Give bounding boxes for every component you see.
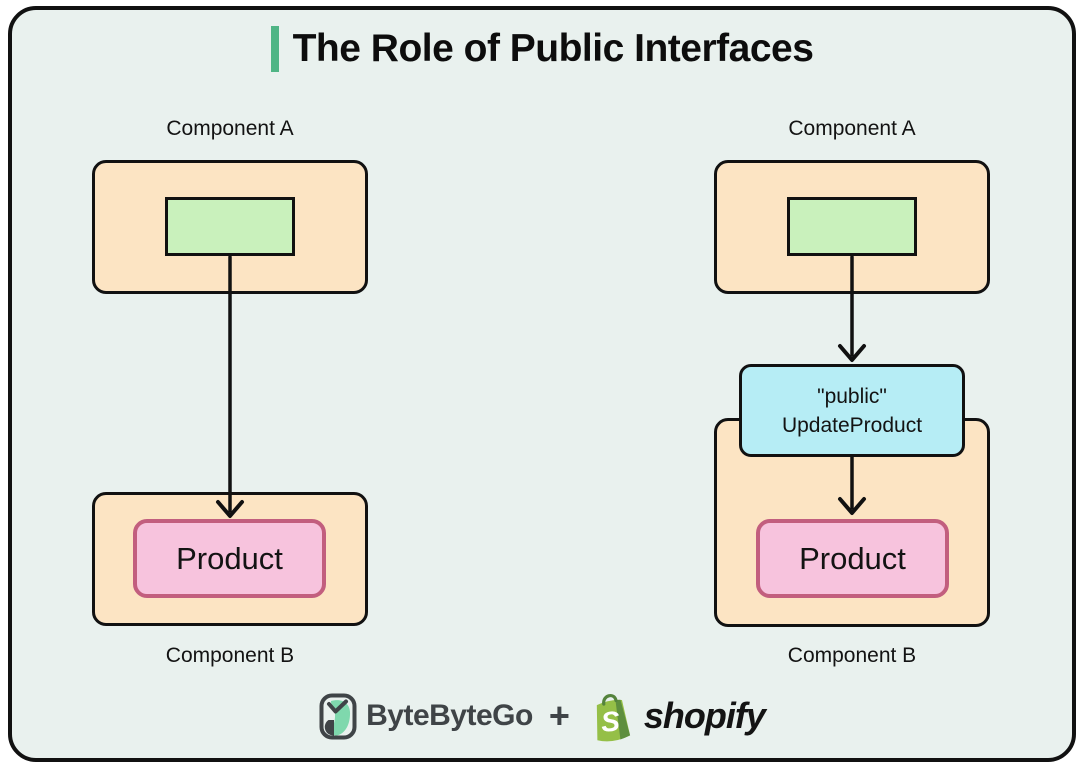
footer-branding: ByteByteGo + S shopify	[0, 686, 1084, 746]
right-product-label: Product	[799, 540, 906, 576]
shopify-bag-initial: S	[600, 705, 622, 738]
plus-separator: +	[548, 695, 570, 736]
left-product-box: Product	[133, 519, 326, 598]
public-interface-line2: UpdateProduct	[781, 413, 923, 437]
right-product-box: Product	[756, 519, 949, 598]
public-interface-box: "public" UpdateProduct	[739, 364, 965, 457]
left-component-a-label: Component A	[166, 117, 294, 140]
bytebytego-logo-icon	[319, 693, 357, 739]
left-component-b-label: Component B	[165, 644, 295, 667]
left-product-label: Product	[176, 540, 283, 576]
right-inner-module-rect	[787, 197, 917, 256]
shopify-wordmark: shopify	[643, 695, 766, 736]
bytebytego-wordmark: ByteByteGo	[366, 699, 533, 732]
right-component-a-label: Component A	[788, 117, 916, 140]
public-interface-line1: "public"	[817, 384, 887, 408]
shopify-logo-icon: S	[596, 694, 630, 742]
page-title: The Role of Public Interfaces	[0, 25, 1084, 73]
left-inner-module-rect	[165, 197, 295, 256]
title-text: The Role of Public Interfaces	[292, 27, 814, 70]
right-component-b-label: Component B	[787, 644, 917, 667]
title-accent-bar	[270, 26, 279, 72]
